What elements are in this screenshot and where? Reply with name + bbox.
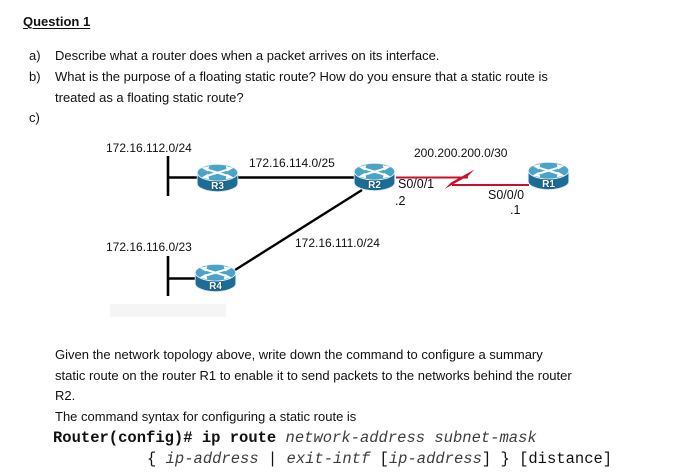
router-glyph (527, 161, 570, 191)
interface-label-r1-port: S0/0/0 (488, 188, 525, 202)
question-a-label: a) (29, 48, 41, 63)
task-line1: Given the network topology above, write … (55, 347, 543, 362)
question-c-label: c) (29, 110, 40, 126)
question-a: a) Describe what a router does when a pac… (29, 46, 548, 67)
interface-label-r2-port: S0/0/1 (398, 177, 435, 191)
syntax-close-distance: ] } [distance] (481, 449, 613, 468)
router-r2-label: R2 (368, 180, 381, 191)
faded-artifact (110, 304, 226, 317)
task-block: Given the network topology above, write … (53, 345, 612, 470)
syntax-pipe: | (258, 449, 287, 468)
syntax-intro: The command syntax for configuring a sta… (55, 409, 357, 425)
syntax-brace-open: { (147, 449, 166, 468)
syntax-arg-exit-intf: exit-intf (286, 449, 371, 468)
router-r4-label: R4 (209, 281, 222, 292)
network-label-r3-r2: 172.16.114.0/25 (249, 156, 335, 170)
lightning-bolt-icon (444, 169, 475, 189)
router-r2-icon: R2 (353, 162, 396, 192)
question-b-label: b) (29, 68, 41, 84)
router-glyph (196, 163, 239, 193)
command-syntax-line1: Router(config)# ip route network-address… (53, 428, 612, 449)
network-label-r2-r4: 172.16.111.0/24 (295, 236, 380, 250)
syntax-arg-ip: ip-address (165, 449, 259, 468)
router-r1-icon: R1 (527, 161, 570, 191)
question-b-line1: What is the purpose of a floating static… (55, 68, 548, 84)
page-title: Question 1 (23, 14, 91, 29)
network-label-lan-r3: 172.16.112.0/24 (106, 141, 192, 155)
question-b: b) What is the purpose of a floating stat… (29, 67, 548, 109)
task-line2: static route on the router R1 to enable … (55, 367, 572, 383)
router-r3-label: R3 (211, 181, 224, 192)
link-r2-r4 (234, 188, 363, 272)
task-line3: R2. (55, 388, 76, 404)
command-syntax-line2: { ip-address | exit-intf [ip-address] } … (147, 449, 612, 470)
question-a-text: Describe what a router does when a packe… (55, 48, 440, 63)
router-r1-label: R1 (542, 179, 555, 190)
question-b-text: What is the purpose of a floating static… (55, 67, 548, 109)
router-r3-icon: R3 (196, 163, 239, 193)
host-label-r1: .1 (510, 203, 521, 217)
question-c: c) (29, 108, 548, 129)
host-label-r2: .2 (395, 194, 406, 208)
question-list: a) Describe what a router does when a pac… (29, 46, 548, 129)
router-glyph (353, 162, 396, 192)
router-r4-icon: R4 (194, 263, 237, 293)
question-b-line2: treated as a floating static route? (55, 89, 244, 105)
syntax-arg-ip2: ip-address (388, 449, 482, 468)
network-label-serial: 200.200.200.0/30 (414, 146, 508, 160)
syntax-bracket-open: [ (370, 449, 389, 468)
network-label-lan-r4: 172.16.116.0/23 (106, 240, 192, 254)
router-glyph (194, 263, 237, 293)
command-keyword: Router(config)# ip route (53, 428, 286, 447)
command-arg-network: network-address subnet-mask (285, 428, 537, 447)
